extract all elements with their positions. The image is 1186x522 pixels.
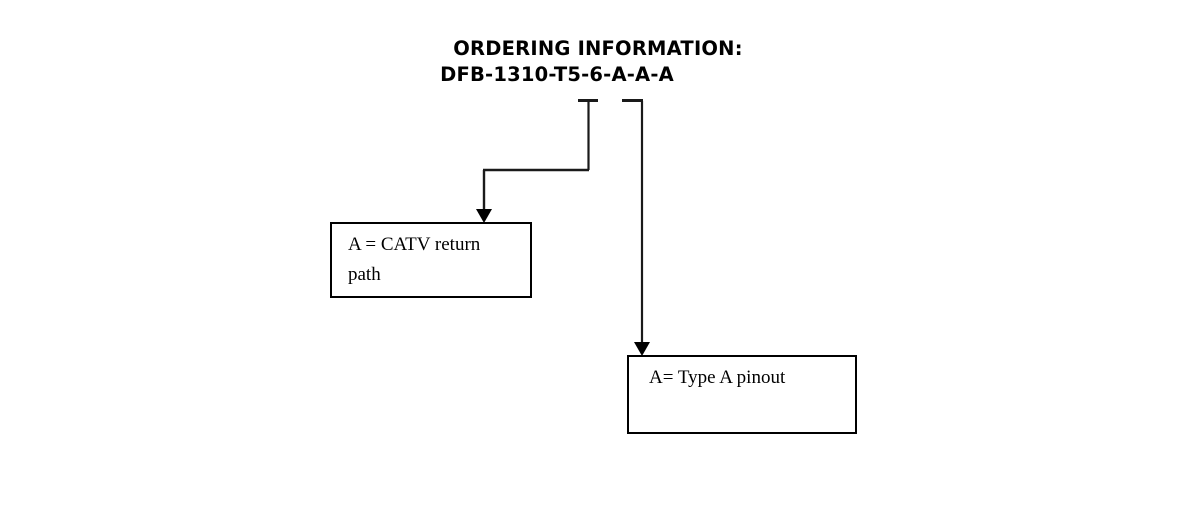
pinout-connector xyxy=(622,99,650,356)
catv-connector xyxy=(476,99,598,223)
pinout-connector-arrowhead xyxy=(634,342,650,356)
catv-connector-arrowhead xyxy=(476,209,492,223)
callout-box-pinout: A= Type A pinout xyxy=(627,355,857,434)
callout-box-pinout-text: A= Type A pinout xyxy=(649,367,786,388)
callout-box-catv: A = CATV return path xyxy=(330,222,532,298)
callout-box-catv-text: A = CATV return path xyxy=(348,234,481,285)
